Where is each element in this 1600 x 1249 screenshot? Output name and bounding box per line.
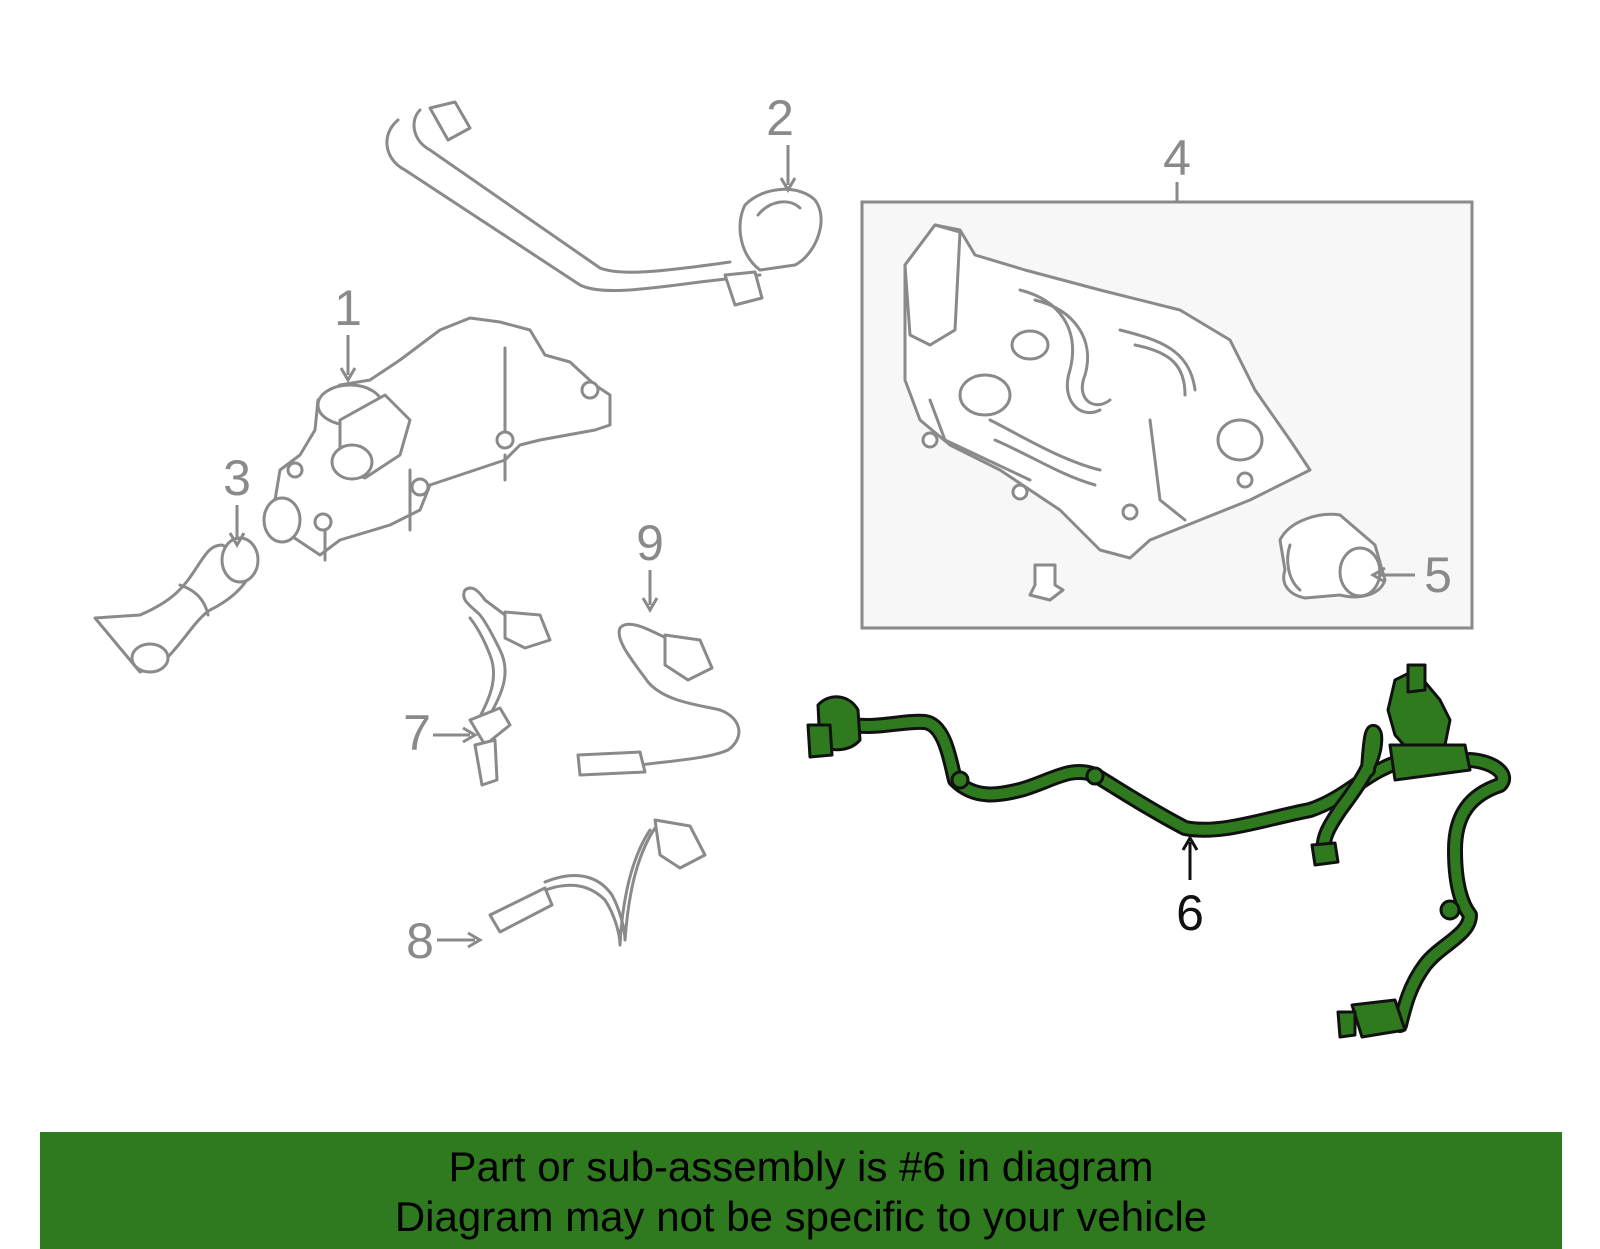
callout-8: 8	[406, 913, 434, 969]
callout-9: 9	[636, 515, 664, 571]
part-1-valve-body[interactable]	[262, 316, 612, 562]
part-5-purge-valve[interactable]	[1278, 512, 1387, 600]
callout-7: 7	[403, 705, 431, 761]
callout-4: 4	[1163, 130, 1191, 186]
part-6-hose-assembly-highlighted[interactable]	[806, 663, 1511, 1039]
banner-line-2: Diagram may not be specific to your vehi…	[394, 1193, 1208, 1240]
callout-5: 5	[1424, 547, 1452, 603]
leader-6-arrow	[1181, 835, 1199, 851]
callout-2: 2	[766, 90, 794, 146]
leader-2-arrow	[779, 177, 797, 193]
callout-6: 6	[1176, 885, 1204, 941]
part-3-elbow-hose[interactable]	[93, 536, 260, 674]
part-9-oxygen-sensor[interactable]	[576, 622, 741, 777]
leader-1-arrow	[339, 367, 357, 383]
part-7-oxygen-sensor[interactable]	[462, 586, 552, 787]
callout-1: 1	[334, 280, 362, 336]
leader-9-arrow	[641, 597, 659, 613]
part-2-hose[interactable]	[385, 100, 823, 307]
banner-line-1: Part or sub-assembly is #6 in diagram	[448, 1143, 1154, 1190]
info-banner: Part or sub-assembly is #6 in diagram Di…	[40, 1132, 1562, 1249]
part-8-oxygen-sensor[interactable]	[488, 818, 707, 947]
part-4-canister-assembly[interactable]	[903, 223, 1312, 602]
leader-3-arrow	[228, 532, 246, 548]
leader-8-arrow	[467, 931, 483, 949]
callout-3: 3	[223, 450, 251, 506]
leader-5-arrow	[1370, 566, 1386, 584]
leader-7-arrow	[462, 726, 478, 744]
